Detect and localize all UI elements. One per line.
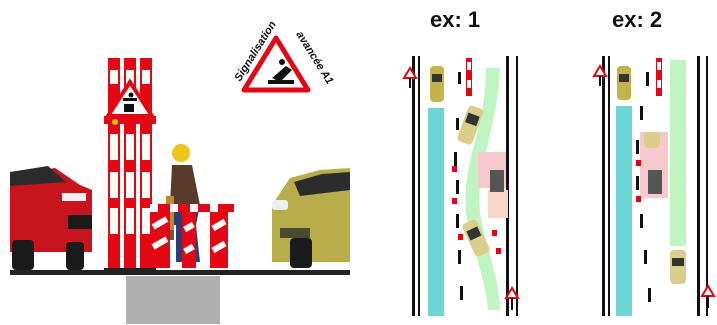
car-icon: [430, 66, 444, 102]
signalisation-sign: Signalisation avancée A1: [232, 19, 335, 90]
car-icon: [670, 250, 686, 284]
blue-lane-marking: [428, 108, 444, 316]
example-1-diagram: ex: 1: [404, 7, 518, 316]
left-scene: Signalisation avancée A1: [10, 19, 350, 324]
blue-lane-marking: [616, 106, 632, 316]
example-1-label: ex: 1: [430, 7, 480, 32]
red-car-icon: [10, 166, 92, 270]
car-icon: [644, 132, 660, 148]
green-lane-marking: [670, 60, 686, 246]
olive-car-icon: [272, 168, 350, 268]
excavation-pit: [126, 276, 220, 324]
car-icon: [617, 66, 631, 100]
barrier-fence: [150, 204, 234, 268]
example-2-label: ex: 2: [612, 7, 662, 32]
example-2-diagram: ex: 2: [594, 7, 714, 316]
ground-line: [10, 270, 350, 275]
car-icon: [461, 218, 491, 257]
